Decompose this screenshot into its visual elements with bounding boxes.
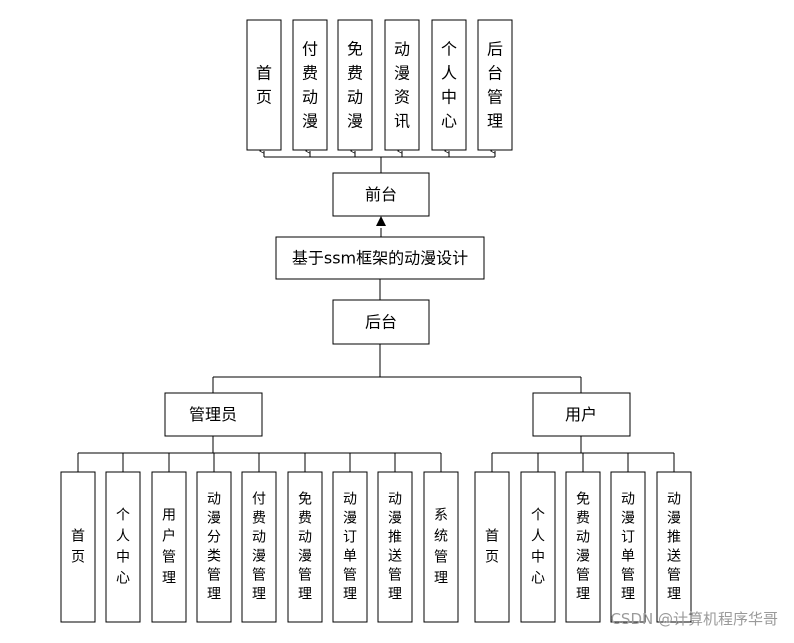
admin-node-label: 管理员 <box>189 405 237 424</box>
root-to-front-arrowhead <box>376 216 386 226</box>
admin-child-4-label: 动漫分类管理 <box>207 492 221 603</box>
front-child-6-label: 后台管理 <box>487 40 503 131</box>
front-child-1-box <box>246 19 282 151</box>
front-child-4-box <box>384 19 420 151</box>
front-node-label: 前台 <box>365 185 397 204</box>
admin-child-6-label: 免费动漫管理 <box>298 492 312 603</box>
admin-node-box <box>164 392 263 437</box>
admin-child-8-label: 动漫推送管理 <box>388 492 402 603</box>
admin-child-7-label: 动漫订单管理 <box>343 492 357 603</box>
admin-child-5-box <box>241 471 277 623</box>
user-child-4-box <box>610 471 646 623</box>
user-node-box <box>532 392 631 437</box>
watermark: CSDN @计算机程序华哥 <box>610 610 778 628</box>
admin-child-9-label: 系统管理 <box>434 508 448 587</box>
front-child-6-box <box>477 19 513 151</box>
user-child-1-label: 首页 <box>485 529 499 566</box>
user-child-5-box <box>656 471 692 623</box>
front-child-5-box <box>431 19 467 151</box>
admin-child-8-box <box>377 471 413 623</box>
admin-child-2-label: 个人中心 <box>116 508 130 587</box>
front-node-box <box>332 172 430 217</box>
user-child-5-label: 动漫推送管理 <box>667 492 681 603</box>
front-child-4-label: 动漫资讯 <box>394 40 410 131</box>
admin-child-1-box <box>60 471 96 623</box>
user-child-4-label: 动漫订单管理 <box>621 492 635 603</box>
front-child-3-box <box>337 19 373 151</box>
admin-child-7-box <box>332 471 368 623</box>
front-child-2-label: 付费动漫 <box>302 40 318 131</box>
user-child-2-box <box>520 471 556 623</box>
front-child-3-label: 免费动漫 <box>347 40 363 131</box>
front-child-1-label: 首页 <box>256 64 272 107</box>
admin-child-3-label: 用户管理 <box>162 508 176 587</box>
diagram-nodes: 首页付费动漫免费动漫动漫资讯个人中心后台管理前台基于ssm框架的动漫设计后台管理… <box>60 19 692 623</box>
back-node-label: 后台 <box>365 313 397 332</box>
admin-child-5-label: 付费动漫管理 <box>252 492 266 603</box>
user-child-2-label: 个人中心 <box>531 508 545 587</box>
user-child-1-box <box>474 471 510 623</box>
front-child-5-label: 个人中心 <box>441 40 457 131</box>
connector-lines <box>77 151 675 472</box>
admin-child-1-label: 首页 <box>71 529 85 566</box>
admin-child-2-box <box>105 471 141 623</box>
admin-child-6-box <box>287 471 323 623</box>
admin-child-9-box <box>423 471 459 623</box>
user-node-label: 用户 <box>565 405 597 424</box>
root-node-label: 基于ssm框架的动漫设计 <box>292 249 468 268</box>
admin-child-3-box <box>151 471 187 623</box>
user-child-3-box <box>565 471 601 623</box>
front-child-2-box <box>292 19 328 151</box>
back-node-box <box>332 299 430 345</box>
user-child-3-label: 免费动漫管理 <box>576 492 590 603</box>
admin-child-4-box <box>196 471 232 623</box>
root-node-box <box>275 236 485 280</box>
